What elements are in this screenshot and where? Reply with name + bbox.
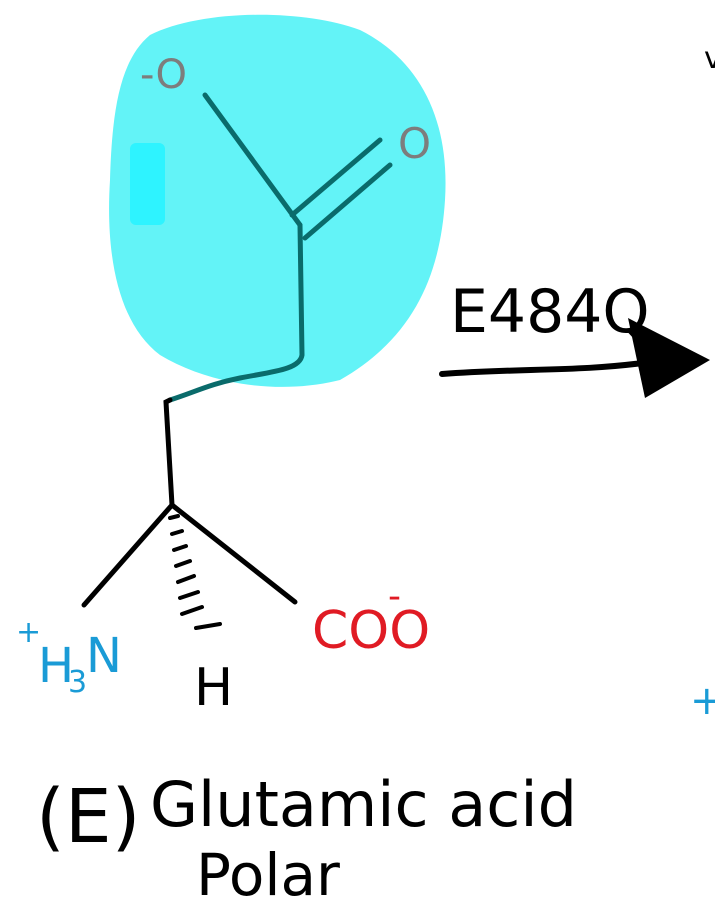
side-chain-highlight — [109, 14, 446, 387]
highlight-mark — [130, 143, 165, 225]
amine-charge: + — [16, 615, 41, 650]
amine-h: H — [38, 638, 74, 694]
carboxylate-label: COO - — [312, 576, 430, 661]
carboxylate-text: COO — [312, 601, 430, 661]
amine-label: + H 3 N — [16, 615, 122, 700]
amine-n: N — [86, 628, 122, 684]
oxygen-labels: -O O — [140, 52, 431, 168]
mutation-label: E484Q — [450, 277, 650, 347]
residue-code: (E) — [36, 774, 141, 860]
oxygen-minus-label: -O — [140, 52, 187, 98]
amine-subscript: 3 — [68, 665, 87, 700]
backbone-bonds — [81, 397, 298, 608]
top-right-fragment: v — [704, 41, 715, 76]
hydrogen-label: H — [194, 658, 233, 718]
side-chain-bonds — [167, 92, 393, 403]
mutation-arrowhead-icon — [628, 318, 710, 398]
residue-name: Glutamic acid — [150, 768, 577, 841]
hashed-wedge — [168, 514, 222, 630]
bottom-right-charge: + — [690, 678, 715, 724]
oxygen-double-label: O — [398, 119, 431, 168]
carboxylate-charge: - — [388, 576, 401, 617]
residue-property: Polar — [196, 841, 340, 908]
mutation-arrow-shaft — [439, 359, 653, 377]
